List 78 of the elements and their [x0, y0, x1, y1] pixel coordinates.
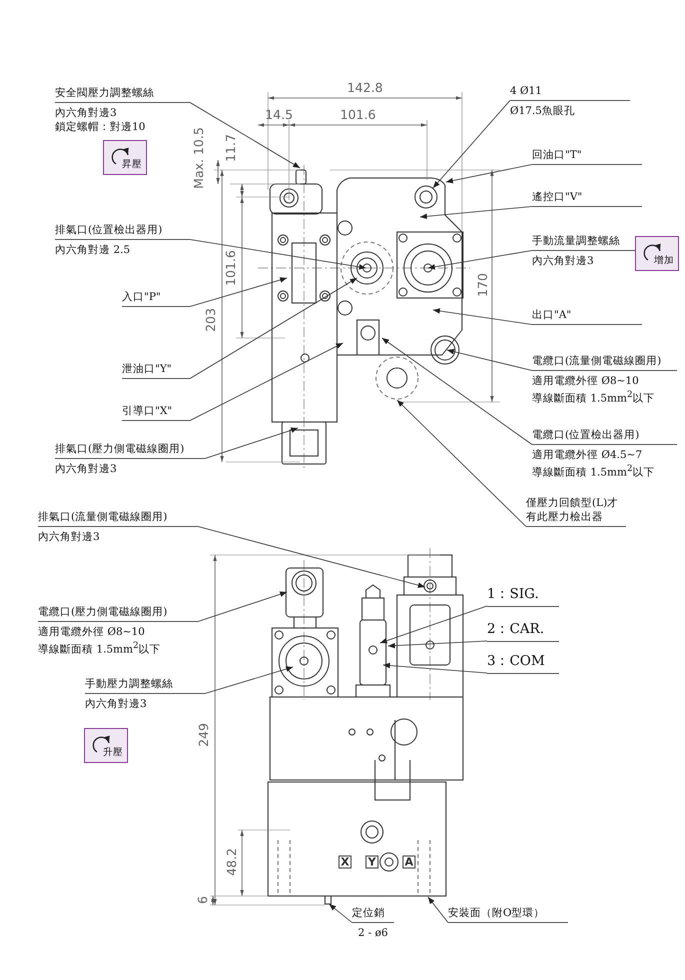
callout-note: 適用電纜外徑 Ø4.5~7	[532, 448, 644, 462]
callout-note: Ø17.5魚眼孔	[510, 104, 576, 118]
callout-note: 內六角對邊3	[55, 106, 118, 120]
dimension-value: 48.2	[225, 848, 239, 876]
leader-line	[388, 640, 488, 648]
direction-text: 增加	[654, 255, 674, 266]
leader-line	[190, 342, 344, 421]
callout-text: 安裝面（附O型環）	[448, 906, 568, 923]
callout-note: 內六角對邊3	[85, 697, 148, 711]
callout-text: 排氣口(流量側電磁線圈用)	[38, 510, 198, 527]
leader-line	[198, 592, 288, 622]
leader-line	[432, 100, 510, 188]
leader-line	[328, 904, 352, 923]
callout-text: 引導口"X"	[122, 404, 190, 421]
leader-line	[190, 239, 366, 270]
port-marking: X	[338, 856, 352, 868]
callout-text: 入口"P"	[122, 290, 190, 307]
callout-note: 適用電纜外徑 Ø8~10	[532, 374, 640, 388]
rotation-direction-box	[103, 140, 147, 175]
callout-text: 回油口"T"	[532, 148, 642, 165]
dimension-value: 101.6	[224, 250, 238, 286]
leader-line	[380, 606, 488, 644]
callout-text: 排氣口(壓力側電磁線圈用)	[55, 442, 205, 459]
callout-text: 手動壓力調整螺絲	[85, 677, 205, 694]
direction-text: 升壓	[103, 747, 123, 758]
dimension-value: 101.6	[340, 108, 376, 122]
callout-note: 導線斷面積 1.5mm$^{2}$以下	[532, 463, 656, 480]
callout-text: 出口"A"	[532, 308, 642, 325]
callout-text: 2：CAR.	[487, 621, 559, 642]
callout-text: 1：SIG.	[487, 586, 559, 606]
leader-line	[204, 666, 294, 694]
callout-text: 電纜口(壓力側電磁線圈用)	[38, 605, 198, 622]
callout-text: 遙控口"V"	[532, 190, 642, 207]
callout-text: 安全閥壓力調整螺絲	[55, 86, 190, 103]
dimension-value: 6	[196, 896, 210, 904]
leader-line	[446, 164, 532, 184]
leader-line	[446, 348, 532, 371]
leader-line	[198, 526, 426, 588]
callout-text: 電纜口(位置檢出器用)	[532, 428, 677, 445]
leader-line	[190, 277, 288, 307]
leader-line	[190, 102, 300, 168]
leader-line	[428, 896, 448, 923]
leader-line	[432, 308, 532, 325]
dimension-value: 249	[197, 723, 211, 747]
dimension-value: 11.7	[224, 134, 238, 162]
callout-note: 內六角對邊3	[38, 530, 101, 544]
port-marking: A	[402, 856, 416, 868]
dimension-value: 170	[476, 273, 490, 297]
dimension-value: 142.8	[347, 81, 383, 95]
callout-text: 4 Ø11	[510, 84, 630, 101]
callout-note: 適用電纜外徑 Ø8~10	[38, 625, 146, 639]
callout-note: 導線斷面積 1.5mm$^{2}$以下	[532, 389, 656, 406]
callout-note: 內六角對邊3	[55, 462, 118, 476]
callout-note: 導線斷面積 1.5mm$^{2}$以下	[38, 640, 162, 656]
dimension-value: 14.5	[265, 108, 293, 122]
leader-line	[428, 250, 532, 270]
direction-text: 昇壓	[122, 159, 142, 170]
leader-line	[190, 278, 358, 379]
leader-line	[382, 338, 532, 445]
leader-line	[420, 206, 532, 220]
callout-text: 電纜口(流量側電磁線圈用)	[532, 354, 677, 371]
leader-line	[382, 662, 488, 674]
callout-note: 2 - ø6	[357, 926, 389, 940]
rotation-direction-box	[635, 236, 679, 271]
callout-note: 內六角對邊 2.5	[55, 243, 132, 257]
callout-note: 鎖定螺帽：對邊10	[55, 120, 146, 134]
callout-text: 3：COM	[487, 653, 559, 674]
callout-text: 僅壓力回饋型(L)才有此壓力檢出器	[526, 496, 626, 527]
port-marking: Y	[366, 856, 378, 868]
callout-text: 排氣口(位置檢出器用)	[55, 223, 190, 240]
callout-note: 內六角對邊3	[532, 254, 595, 268]
leader-line	[396, 400, 526, 527]
dimension-value: Max. 10.5	[192, 127, 206, 189]
leader-line	[204, 428, 298, 459]
dimension-value: 203	[204, 308, 218, 332]
callout-text: 定位銷	[352, 906, 394, 923]
rotation-direction-box	[84, 728, 128, 763]
callout-text: 泄油口"Y"	[122, 362, 190, 379]
